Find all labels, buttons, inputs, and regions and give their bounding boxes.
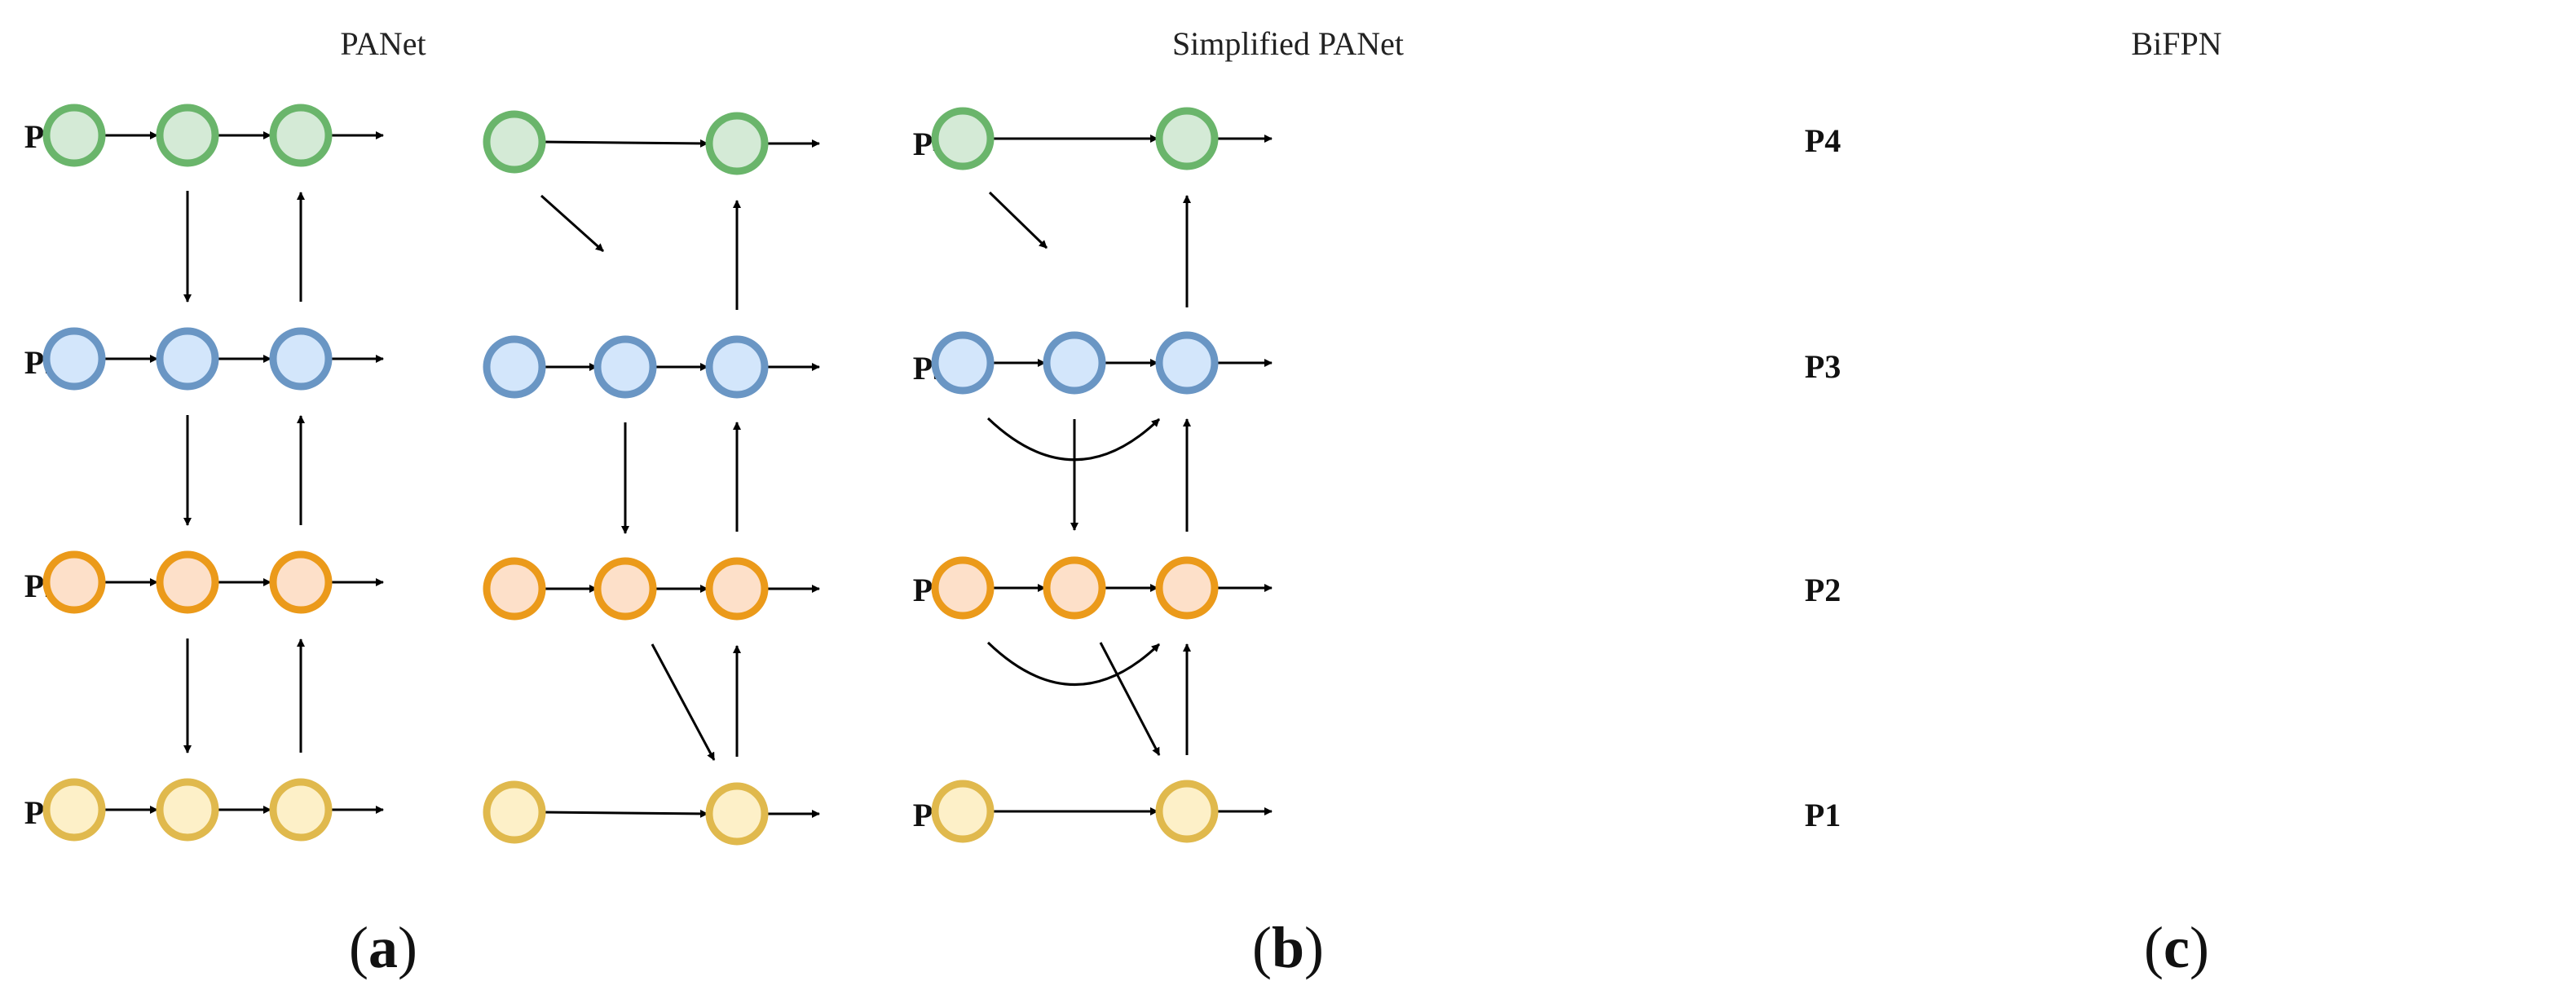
node-a-p3-topdown	[156, 327, 219, 391]
node-c-p1-output	[1155, 780, 1219, 843]
node-a-p2-topdown	[156, 550, 219, 614]
panel-a-nodes	[42, 104, 333, 842]
node-c-p4-output	[1155, 107, 1219, 170]
node-b-p3-output	[705, 335, 769, 399]
node-c-p2-topdown	[1043, 556, 1106, 620]
node-c-p4-input	[931, 107, 995, 170]
node-a-p4-input	[42, 104, 106, 167]
node-c-p1-input	[931, 780, 995, 843]
node-a-p1-input	[42, 778, 106, 842]
node-b-p3-input	[483, 335, 546, 399]
panel-c-caption-letter: c	[2164, 915, 2190, 980]
node-a-p1-output	[269, 778, 333, 842]
panel-a-edges	[103, 131, 384, 814]
edge-b-p2-td-to-p1-out	[651, 643, 716, 761]
node-b-p4-input	[483, 110, 546, 174]
panel-c-label-p2: P2	[1805, 572, 1841, 608]
node-b-p1-output	[705, 782, 769, 846]
node-a-p4-topdown	[156, 104, 219, 167]
panel-b-nodes	[483, 110, 769, 846]
edge-b-p4-in-to-p3-td	[540, 194, 605, 253]
node-a-p3-output	[269, 327, 333, 391]
panel-c-caption: (c)	[2144, 915, 2209, 980]
panel-c-edges	[986, 135, 1273, 815]
node-b-p2-input	[483, 557, 546, 621]
node-a-p2-output	[269, 550, 333, 614]
panel-c-level-labels: P4 P3 P2 P1	[1805, 122, 1841, 833]
panel-b-edges	[540, 139, 820, 818]
node-c-p3-topdown	[1043, 331, 1106, 395]
panel-b-caption: (b)	[1252, 915, 1324, 980]
edge-c-p2-td-to-p1-out	[1099, 642, 1161, 756]
panel-c-label-p3: P3	[1805, 348, 1841, 385]
node-a-p2-input	[42, 550, 106, 614]
panel-c-title: BiFPN	[2131, 25, 2221, 62]
node-c-p2-output	[1155, 556, 1219, 620]
edge-c-p2-in-skip-to-out	[986, 641, 1161, 686]
node-b-p4-output	[705, 112, 769, 175]
panel-a-level-labels: P4 P3 P2 P1	[24, 118, 60, 831]
panel-a-caption-letter: a	[368, 915, 398, 980]
node-c-p3-output	[1155, 331, 1219, 395]
panel-a-caption: (a)	[349, 915, 417, 980]
panel-b-level-labels: P4 P3 P2 P1	[913, 126, 949, 833]
panel-c-label-p4: P4	[1805, 122, 1841, 159]
node-b-p1-input	[483, 780, 546, 844]
node-b-p2-topdown	[593, 557, 657, 621]
panel-b-caption-letter: b	[1272, 915, 1304, 980]
panel-c-label-p1: P1	[1805, 797, 1841, 833]
panel-c-nodes	[931, 107, 1219, 843]
edge-b-p4-in-to-out	[542, 139, 708, 148]
node-a-p1-topdown	[156, 778, 219, 842]
node-b-p3-topdown	[593, 335, 657, 399]
panel-b-title: Simplified PANet	[1172, 25, 1404, 62]
node-a-p3-input	[42, 327, 106, 391]
node-c-p2-input	[931, 556, 995, 620]
panel-a-title: PANet	[340, 25, 426, 62]
node-c-p3-input	[931, 331, 995, 395]
edge-b-p1-in-to-out	[542, 809, 708, 818]
node-a-p4-output	[269, 104, 333, 167]
node-b-p2-output	[705, 557, 769, 621]
edge-c-p4-in-to-p3-td	[988, 191, 1048, 250]
